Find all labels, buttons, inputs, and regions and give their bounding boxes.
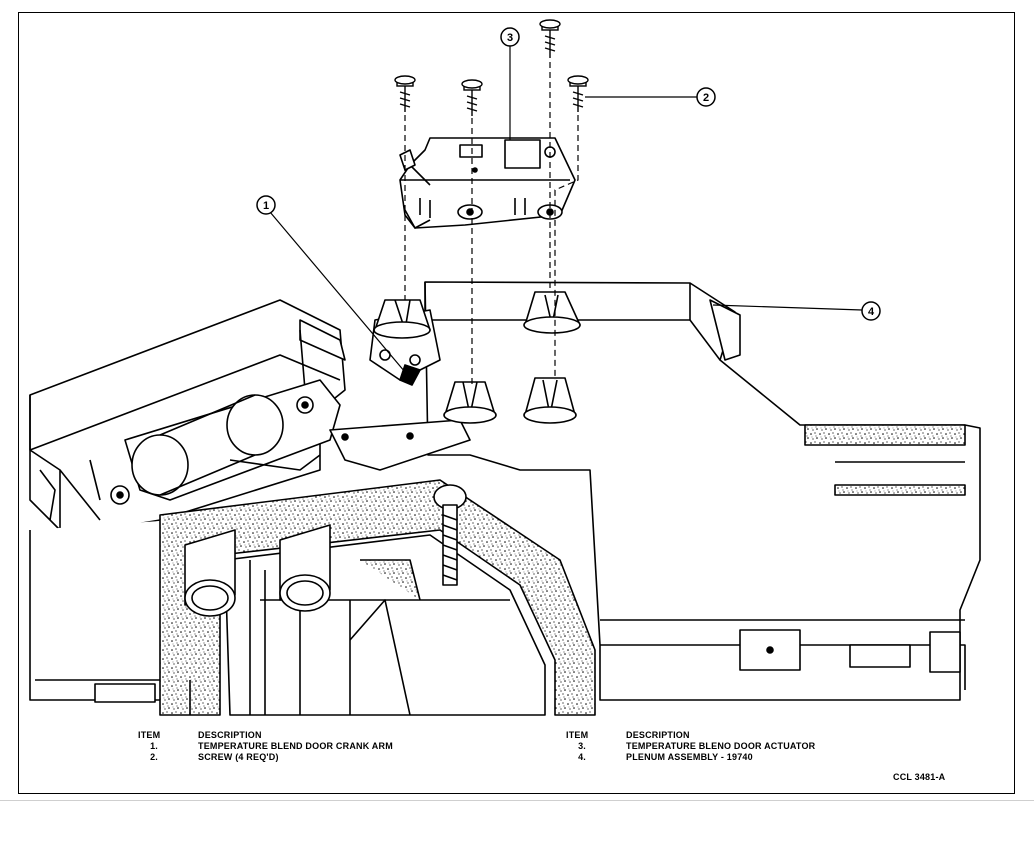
legend-item-number: 3. [578,741,586,751]
legend-item-description: TEMPERATURE BLEND DOOR CRANK ARM [198,741,393,751]
screw-1 [394,75,416,112]
legend-description-header: DESCRIPTION [626,730,690,740]
alignment-lines [404,62,579,385]
svg-text:1: 1 [263,200,269,212]
svg-text:4: 4 [868,306,875,318]
callout-2: 2 [696,87,716,107]
legend-right: ITEM DESCRIPTION 3. TEMPERATURE BLENO DO… [566,730,926,770]
svg-text:2: 2 [703,92,709,104]
leader-lines [269,45,863,373]
screw-3 [539,19,561,58]
legend-item-number: 4. [578,752,586,762]
legend-left: ITEM DESCRIPTION 1. TEMPERATURE BLEND DO… [138,730,498,770]
legend-item-description: SCREW (4 REQ'D) [198,752,279,762]
callout-4: 4 [861,301,881,321]
heater-pipes [184,524,331,617]
heater-core-tubes [39,379,341,521]
callout-3: 3 [500,27,520,47]
screw-2 [461,79,483,116]
screws [394,19,589,116]
screw-4 [567,75,589,112]
page-divider [0,800,1034,801]
svg-text:3: 3 [507,32,513,44]
callout-1: 1 [256,195,276,215]
legend-item-description: TEMPERATURE BLENO DOOR ACTUATOR [626,741,816,751]
legend-item-header: ITEM [566,730,589,740]
figure-code: CCL 3481-A [893,772,946,782]
legend-item-number: 2. [150,752,158,762]
legend-description-header: DESCRIPTION [198,730,262,740]
blend-door-actuator [399,137,576,229]
figure-frame [18,12,1015,794]
legend-item-description: PLENUM ASSEMBLY - 19740 [626,752,753,762]
legend-item-number: 1. [150,741,158,751]
plenum-clip [739,629,961,673]
mounting-bosses [373,291,581,424]
legend-item-header: ITEM [138,730,161,740]
stud-bolt [433,484,467,586]
